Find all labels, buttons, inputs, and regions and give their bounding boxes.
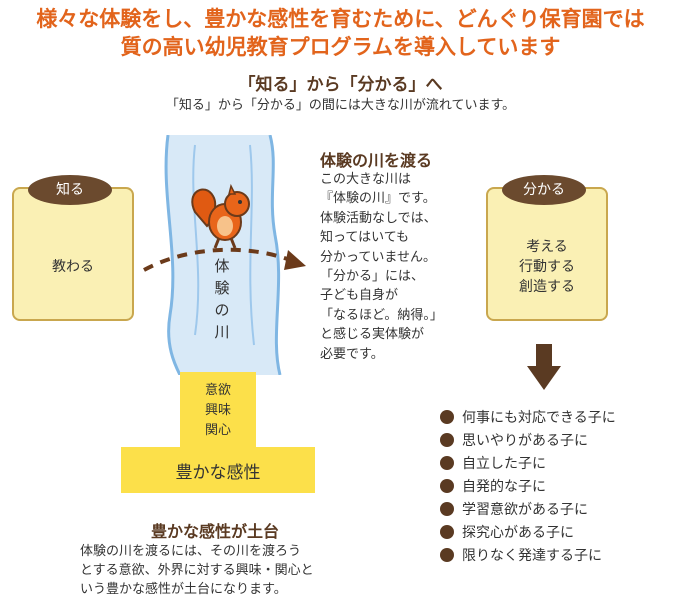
dashed-arrow-icon: [143, 247, 306, 272]
trait-item: 何事にも対応できる子に: [440, 405, 616, 428]
subhead: 「知る」から「分かる」へ: [238, 75, 443, 95]
trait-label: 学習意欲がある子に: [462, 501, 588, 518]
foundation-base: 豊かな感性: [121, 447, 315, 493]
trait-item: 学習意欲がある子に: [440, 497, 616, 520]
river-section-line: 体験活動なしでは、: [320, 210, 437, 226]
river-section-line: 必要です。: [320, 346, 384, 362]
know-box: 知る 教わる: [12, 175, 134, 321]
river-section-body: この大きな川は 『体験の川』です。 体験活動なしでは、 知ってはいても 分かって…: [320, 170, 443, 364]
foundation-section-line: 体験の川を渡るには、その川を渡ろう: [80, 544, 302, 559]
river-section-line: 「なるほど。納得。」: [320, 307, 443, 323]
subhead-description: 「知る」から「分かる」の間には大きな川が流れています。: [165, 98, 516, 113]
trait-label: 探究心がある子に: [462, 524, 574, 541]
understand-box-lid: 分かる: [502, 175, 586, 205]
river-section-line: 「分かる」には、: [320, 269, 425, 285]
understand-item: 考える: [526, 239, 568, 255]
headline-line-2: 質の高い幼児教育プログラムを導入しています: [120, 35, 561, 59]
trait-label: 自立した子に: [462, 455, 546, 472]
bullet-icon: [440, 547, 454, 562]
river-label-char: の: [214, 301, 230, 319]
foundation-item: 興味: [204, 403, 231, 418]
river-section-line: 『体験の川』です。: [320, 191, 436, 207]
river-section-line: 分かっていません。: [320, 249, 436, 265]
squirrel-icon: [191, 183, 250, 249]
foundation-item: 関心: [204, 423, 231, 438]
river-label-char: 体: [214, 257, 230, 275]
foundation-section-title: 豊かな感性が土台: [150, 522, 279, 541]
river-section-line: 知ってはいても: [320, 230, 410, 246]
river-section-line: と感じる実体験が: [320, 327, 425, 343]
understand-item: 行動する: [519, 259, 575, 275]
trait-label: 限りなく発達する子に: [462, 547, 602, 564]
bullet-icon: [440, 432, 454, 447]
foundation-section-line: いう豊かな感性が土台になります。: [80, 582, 287, 597]
river-section-line: 子ども自身が: [320, 288, 399, 304]
trait-item: 思いやりがある子に: [440, 428, 616, 451]
trait-label: 何事にも対応できる子に: [462, 409, 616, 426]
know-box-lid: 知る: [28, 175, 112, 205]
bullet-icon: [440, 478, 454, 493]
trait-label: 思いやりがある子に: [462, 432, 588, 449]
trait-item: 限りなく発達する子に: [440, 543, 616, 566]
traits-list: 何事にも対応できる子に 思いやりがある子に 自立した子に 自発的な子に 学習意欲…: [440, 405, 616, 566]
foundation-pillar: 意欲 興味 関心: [180, 372, 256, 450]
understand-box-content: 考える 行動する 創造する: [486, 215, 608, 319]
foundation-item: 意欲: [204, 383, 231, 398]
bullet-icon: [440, 501, 454, 516]
bullet-icon: [440, 455, 454, 470]
river-section-line: この大きな川は: [320, 172, 412, 187]
bullet-icon: [440, 524, 454, 539]
understand-box: 分かる 考える 行動する 創造する: [486, 175, 608, 321]
foundation-section-line: とする意欲、外界に対する興味・関心と: [80, 563, 314, 578]
river-section-title: 体験の川を渡る: [320, 151, 433, 170]
trait-label: 自発的な子に: [462, 478, 546, 495]
trait-item: 自発的な子に: [440, 474, 616, 497]
understand-item: 創造する: [519, 279, 575, 295]
headline-line-1: 様々な体験をし、豊かな感性を育むために、どんぐり保育園では: [36, 7, 645, 31]
river-label: 体 験 の 川: [212, 255, 232, 343]
river-label-char: 川: [214, 323, 230, 341]
bullet-icon: [440, 409, 454, 424]
trait-item: 自立した子に: [440, 451, 616, 474]
understand-box-body: [486, 187, 608, 321]
know-box-content: 教わる: [52, 259, 94, 275]
foundation-section-body: 体験の川を渡るには、その川を渡ろう とする意欲、外界に対する興味・関心と いう豊…: [80, 542, 314, 599]
trait-item: 探究心がある子に: [440, 520, 616, 543]
down-arrow-icon: [527, 344, 561, 390]
river-label-char: 験: [214, 279, 230, 297]
